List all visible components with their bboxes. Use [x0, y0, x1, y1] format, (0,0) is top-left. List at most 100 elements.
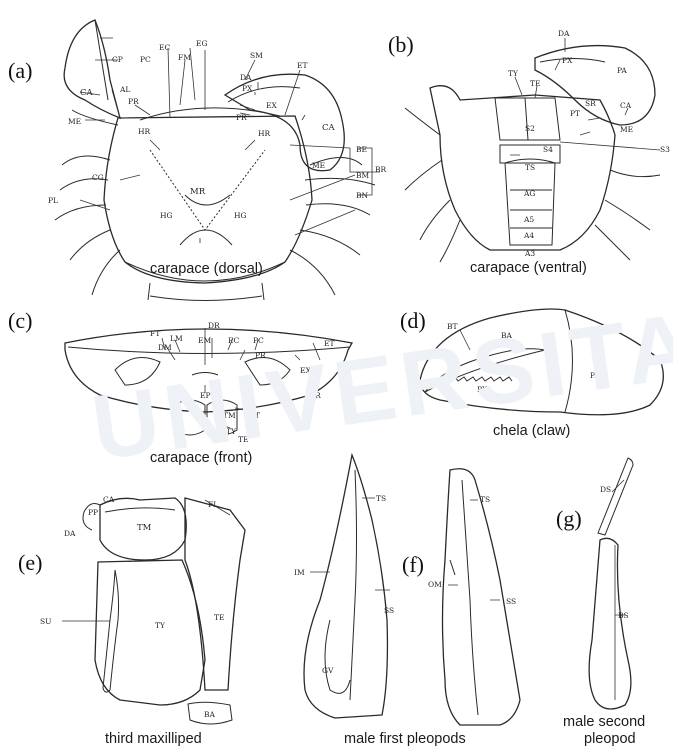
label-e-tm: TM	[137, 523, 152, 533]
caption-e: third maxilliped	[105, 731, 202, 747]
label-b-me: ME	[620, 125, 633, 134]
label-b-ty: TY	[508, 69, 519, 78]
front-margin	[140, 108, 280, 120]
panel-g-label: (g)	[556, 506, 582, 531]
label-b-sr: SR	[585, 99, 596, 108]
caption-c: carapace (front)	[150, 450, 252, 466]
label-c-ec: EC	[228, 336, 239, 345]
label-d-pa: PA	[590, 371, 600, 380]
caption-g-line1: male second	[563, 714, 645, 730]
panel-e-label: (e)	[18, 550, 42, 575]
label-a-pr-right: PR	[236, 113, 247, 122]
label-c-ty: TY	[226, 427, 237, 436]
label-a-sm: SM	[250, 51, 263, 60]
label-a-cp: CP	[112, 55, 123, 64]
panel-e: (e) CA PP DA TM FL SU TY TE BA third max…	[18, 495, 245, 747]
suture-line	[103, 570, 119, 692]
label-a-hr-left: HR	[138, 127, 151, 136]
basal-segment	[589, 538, 631, 709]
label-f-ts-right: TS	[480, 495, 490, 504]
label-a-me-left: ME	[68, 117, 81, 126]
left-first-pleopod	[304, 455, 387, 718]
label-c-sr: SR	[310, 391, 321, 400]
label-f-gv: GV	[322, 666, 334, 675]
label-a-bn: BN	[356, 191, 369, 200]
label-a-pc: PC	[140, 55, 151, 64]
label-b-ca: CA	[620, 101, 632, 110]
label-a-cg: CG	[92, 173, 104, 182]
label-c-ft: FT	[150, 329, 160, 338]
epistome	[192, 373, 218, 376]
panel-f: (f) TS IM GV SS TS OM SS male first pleo…	[294, 455, 520, 747]
label-c-et: ET	[324, 339, 334, 348]
label-a-eg: EG	[196, 39, 207, 48]
label-c-pt: PT	[250, 411, 260, 420]
label-c-em: EM	[198, 336, 211, 345]
front-rim	[68, 347, 350, 354]
label-f-ss-left: SS	[384, 606, 394, 615]
label-a-ec: EC	[159, 43, 170, 52]
label-a-et: ET	[297, 61, 307, 70]
label-b-a4: A4	[523, 231, 534, 240]
label-f-im: IM	[294, 568, 305, 577]
label-e-ca: CA	[103, 495, 115, 504]
leader-lines-d	[460, 330, 470, 350]
label-a-me-right: ME	[312, 161, 325, 170]
label-f-ss-right: SS	[506, 597, 516, 606]
caption-d: chela (claw)	[493, 423, 570, 439]
mesogastric-lines	[180, 195, 232, 245]
label-b-px: PX	[562, 56, 573, 65]
label-a-hg-left: HG	[160, 211, 173, 220]
label-a-pl: PL	[48, 196, 58, 205]
caption-g-line2: pleopod	[584, 731, 636, 747]
ventral-cheliped	[535, 46, 655, 125]
label-c-lm: LM	[170, 334, 183, 343]
label-b-da: DA	[558, 29, 570, 38]
caption-f: male first pleopods	[344, 731, 466, 747]
right-finger	[228, 87, 300, 102]
label-c-ex: EX	[300, 366, 311, 375]
ventral-finger	[540, 59, 605, 63]
panel-f-label: (f)	[402, 552, 424, 577]
label-a-ex: EX	[266, 101, 277, 110]
label-a-ca-left: CA	[80, 88, 94, 98]
panel-d: (d) BT BA PA PX chela (claw)	[400, 308, 663, 439]
label-b-s4: S4	[543, 145, 553, 154]
carapace-dorsal-shape	[104, 116, 312, 283]
label-a-hg-right: HG	[234, 211, 247, 220]
panel-a: (a) CP PC AL CA EC	[8, 20, 387, 301]
panel-d-label: (d)	[400, 308, 426, 333]
tm-inner	[105, 508, 175, 512]
caption-b: carapace (ventral)	[470, 260, 587, 276]
label-e-ty: TY	[155, 621, 166, 630]
label-b-s3: S3	[660, 145, 670, 154]
right-pleopod-inner	[450, 480, 478, 715]
label-b-te: TE	[530, 79, 540, 88]
label-a-bm: BM	[356, 171, 370, 180]
label-e-da: DA	[64, 529, 76, 538]
panel-a-label: (a)	[8, 58, 32, 83]
label-e-su: SU	[40, 617, 51, 626]
label-a-mr: MR	[190, 187, 206, 197]
label-a-fm: FM	[178, 53, 191, 62]
panel-c-label: (c)	[8, 308, 32, 333]
panel-b: (b) DA PX PA TY TE SR CA PT ME S2 S3 S4 …	[388, 29, 670, 276]
label-d-ba: BA	[501, 331, 513, 340]
left-cheliped	[64, 20, 120, 118]
label-b-ts: TS	[525, 163, 535, 172]
label-b-s2: S2	[525, 124, 535, 133]
label-g-ds: DS	[600, 485, 611, 494]
label-c-pr: PR	[255, 351, 266, 360]
label-c-pc: PC	[253, 336, 264, 345]
label-a-da: DA	[240, 73, 252, 82]
label-a-br: BR	[375, 165, 387, 174]
leader-lines-f-right	[448, 500, 500, 600]
label-c-ep: EP	[200, 391, 211, 400]
ty-segment	[95, 560, 205, 705]
caption-a: carapace (dorsal)	[150, 261, 263, 277]
label-a-hr-right: HR	[258, 129, 271, 138]
label-c-dr: DR	[208, 321, 220, 330]
label-e-ba: BA	[204, 710, 216, 719]
